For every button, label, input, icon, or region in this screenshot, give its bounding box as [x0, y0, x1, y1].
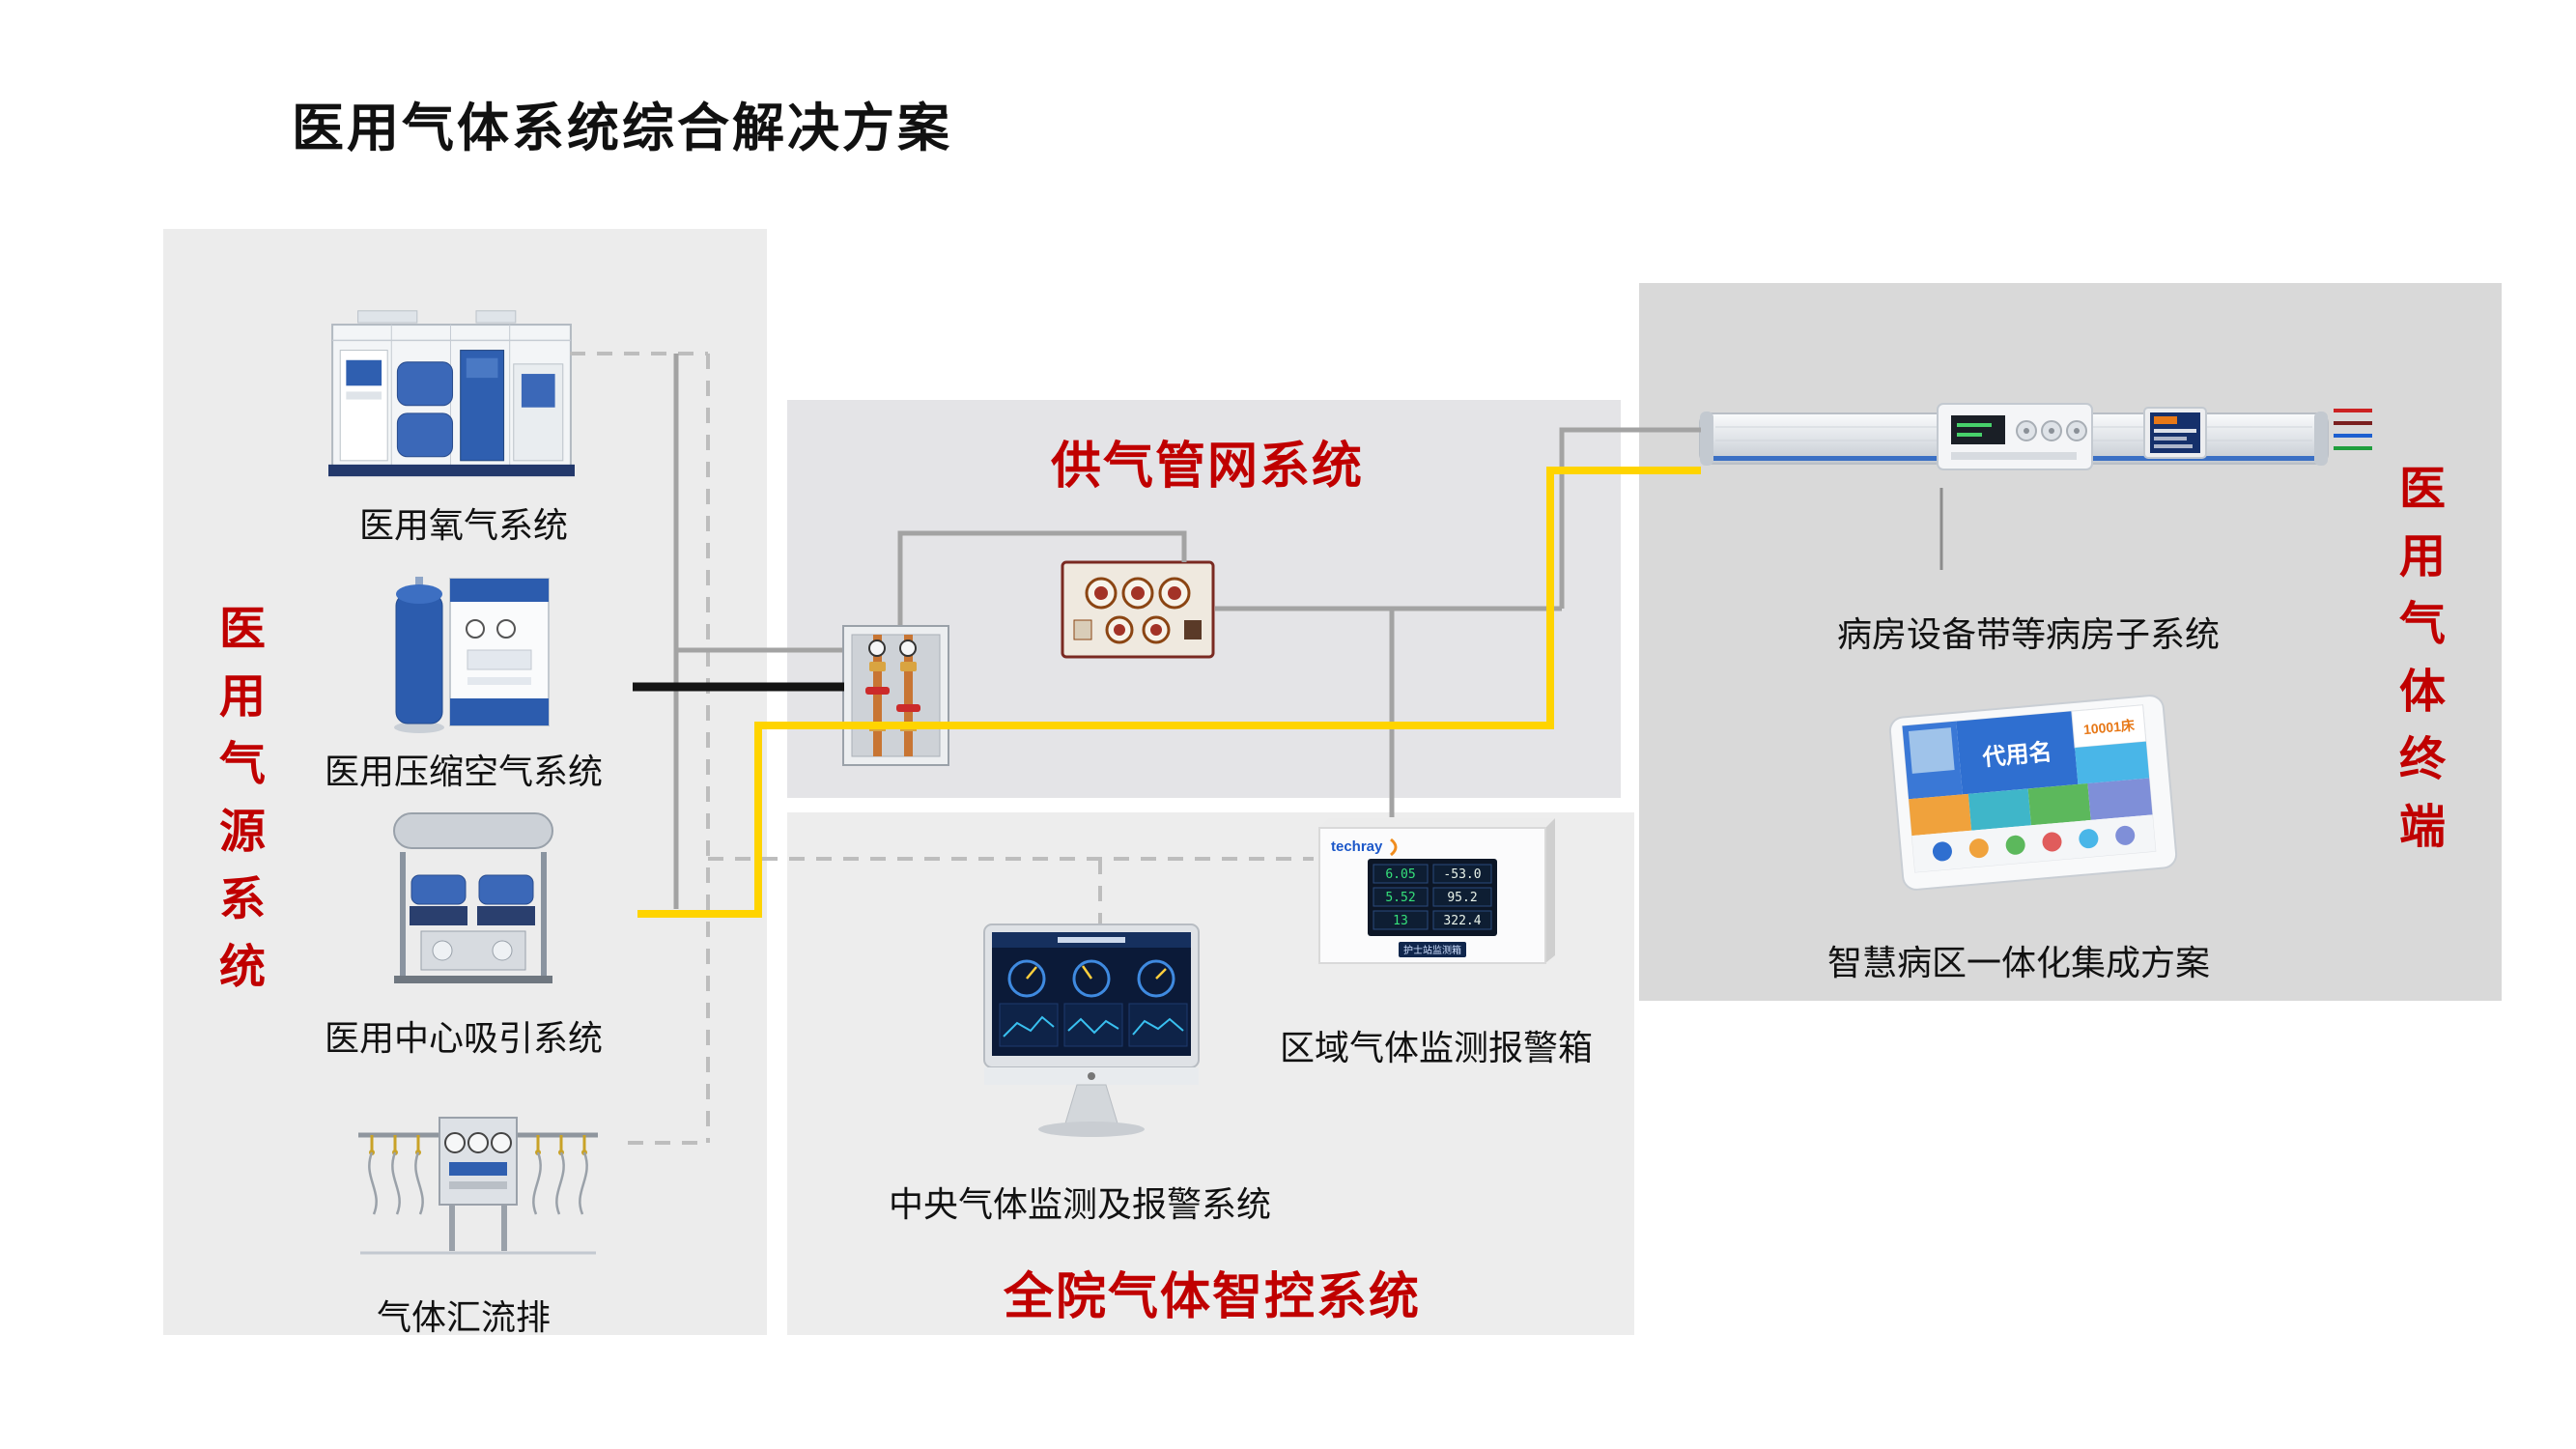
svg-text:-53.0: -53.0: [1443, 867, 1481, 882]
bed-unit-control-panel: [1937, 403, 2093, 470]
alarm-footer-label: 护士站监测箱: [1403, 944, 1461, 956]
patient-photo: [1908, 727, 1955, 774]
central-suction-system-image: [393, 812, 553, 983]
gas-control-title: 全院气体智控系统: [1003, 1269, 1421, 1325]
svg-text:6.05: 6.05: [1385, 867, 1415, 882]
svg-text:322.4: 322.4: [1443, 914, 1481, 928]
manifold-pigtails: [368, 1151, 588, 1215]
central-monitor-image: [983, 923, 1200, 1137]
svg-text:13: 13: [1393, 914, 1408, 928]
panel-gas-source: 医用气源系统 医用氧气系统: [163, 229, 767, 1337]
smart-ward-label: 智慧病区一体化集成方案: [1826, 943, 2210, 982]
panel-gas-control: techray 6.05 -53.0 5.52 95.2 13 322.4 护士…: [787, 812, 1634, 1335]
tablet-bed-number: 10001床: [2082, 718, 2136, 738]
bed-unit-info-display: [2143, 407, 2207, 459]
panel-pipeline-network: 供气管网系统: [787, 400, 1621, 798]
svg-text:95.2: 95.2: [1447, 891, 1477, 905]
dashboard-gauges: [1007, 959, 1175, 998]
bed-head-unit-image: [1699, 403, 2329, 470]
gas-manifold-label: 气体汇流排: [376, 1297, 551, 1337]
page-title: 医用气体系统综合解决方案: [292, 99, 952, 157]
tablet-icon-row: [1932, 825, 2136, 862]
gas-manifold-image: [358, 1117, 598, 1255]
tablet-patient-name: 代用名: [1980, 738, 2052, 771]
oxygen-system-image: [328, 310, 575, 477]
central-suction-system-label: 医用中心吸引系统: [324, 1018, 603, 1058]
tablet-app-tiles: [1909, 778, 2153, 837]
area-alarm-box-image: techray 6.05 -53.0 5.52 95.2 13 322.4 护士…: [1318, 818, 1555, 964]
zone-valve-box-image: [842, 625, 949, 766]
bed-head-unit-label: 病房设备带等病房子系统: [1836, 614, 2220, 654]
svg-text:5.52: 5.52: [1385, 891, 1415, 905]
panel-gas-terminal: 病房设备带等病房子系统 代用名 10001床: [1639, 283, 2502, 1001]
gas-source-vertical-label: 医用气源系统: [212, 604, 263, 1009]
pressure-gauge-icon: [868, 639, 886, 657]
compressed-air-system-image: [394, 577, 550, 733]
dashboard-charts: [999, 1003, 1188, 1047]
gas-terminal-vertical-label: 医用气体终端: [2392, 464, 2443, 869]
gauge-valve-box-image: [1061, 560, 1215, 659]
area-alarm-box-label: 区域气体监测报警箱: [1279, 1028, 1593, 1067]
monitor-logo-icon: [1088, 1072, 1095, 1080]
pressure-gauge-icon: [899, 639, 917, 657]
central-monitoring-label: 中央气体监测及报警系统: [888, 1184, 1271, 1224]
alarm-brand-logo: techray: [1331, 838, 1383, 855]
pipeline-network-title: 供气管网系统: [1050, 439, 1364, 495]
smart-ward-tablet-image: 代用名 10001床: [1885, 692, 2180, 895]
manifold-taps: [370, 1135, 586, 1151]
compressed-air-system-label: 医用压缩空气系统: [324, 752, 603, 791]
oxygen-system-label: 医用氧气系统: [358, 505, 568, 545]
